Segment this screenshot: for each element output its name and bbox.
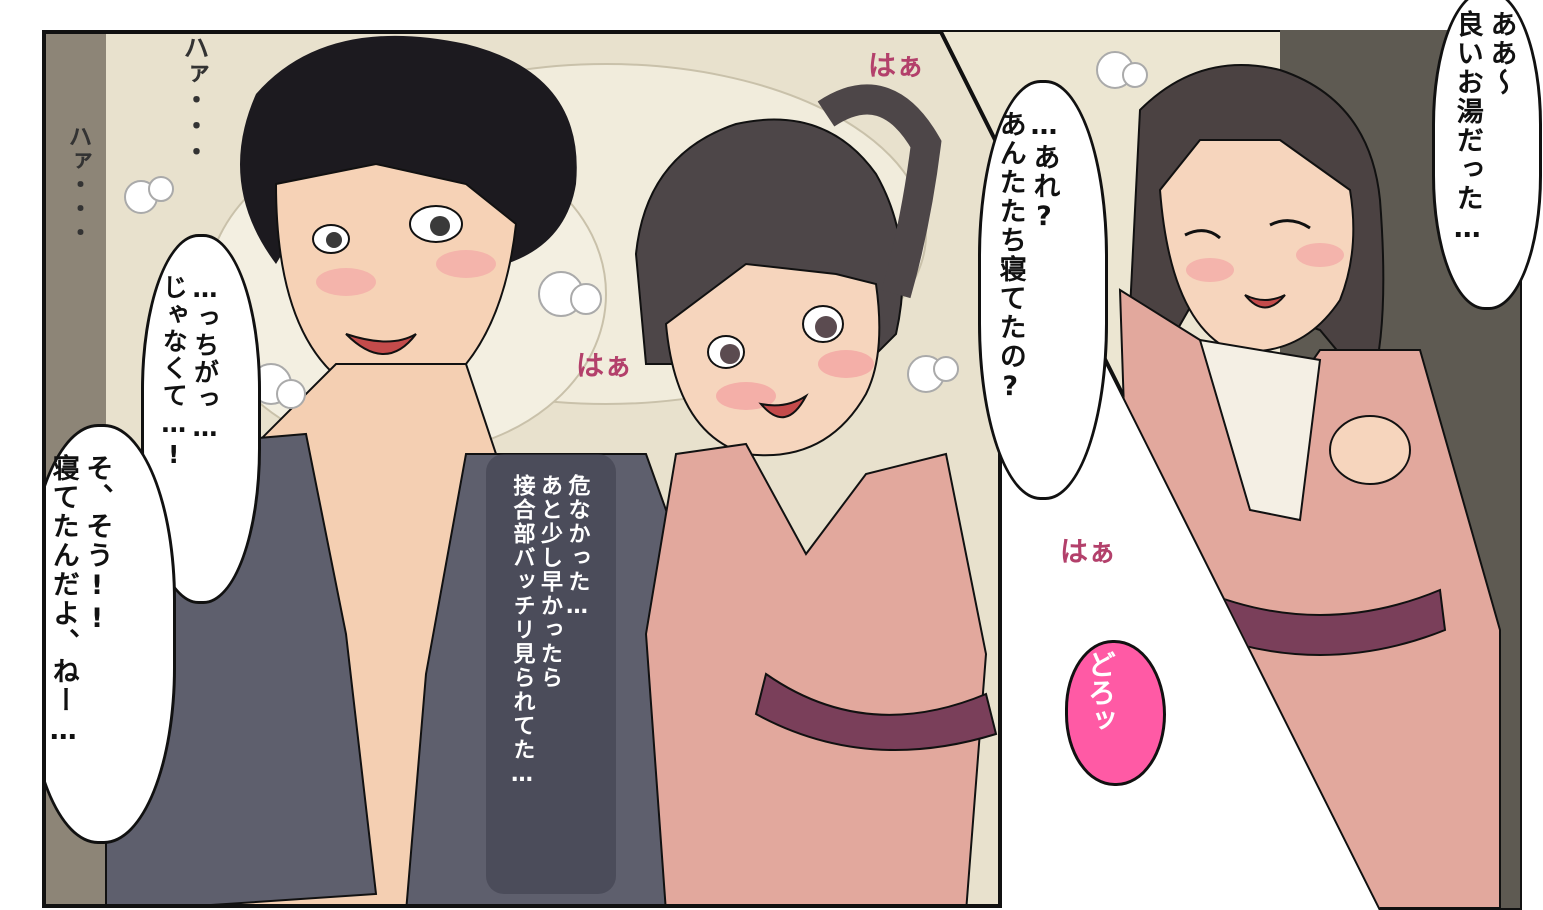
sfx-doro: どろッ (1084, 650, 1117, 734)
left-panel: 危なかった… あと少し早かったら 接合部バッチリ見られてた… …っちがっ… じゃ… (42, 30, 1002, 908)
speech-text-boy-1: …っちがっ… じゃなくて…! (159, 274, 220, 471)
speech-bubble-boy-2 (46, 424, 176, 844)
speech-text-mother-2: …あれ? あんたたち寝てたの? (994, 110, 1060, 404)
sfx-haa-2: はぁ (576, 349, 633, 382)
sfx-haa-3: はぁ (1060, 535, 1117, 568)
monologue-text: 危なかった… あと少し早かったら 接合部バッチリ見られてた… (509, 474, 590, 789)
left-panel-art (46, 34, 998, 904)
speech-bubble-mother-1 (1432, 0, 1542, 310)
right-panel (937, 30, 1522, 910)
speech-text-mother-1: ああ〜 良いお湯だった… (1451, 10, 1517, 246)
sfx-ha-top: ハァ・・・ (179, 34, 209, 164)
monologue-box (486, 454, 616, 894)
sfx-ha-left: ハァ・・・ (64, 124, 92, 244)
speech-bubble-mother-2 (978, 80, 1108, 500)
sfx-haa-1: はぁ (868, 49, 925, 82)
speech-text-boy-2: そ、そう!! 寝てたんだよ、ねー… (47, 454, 113, 748)
pink-burst-shape (1065, 640, 1166, 786)
